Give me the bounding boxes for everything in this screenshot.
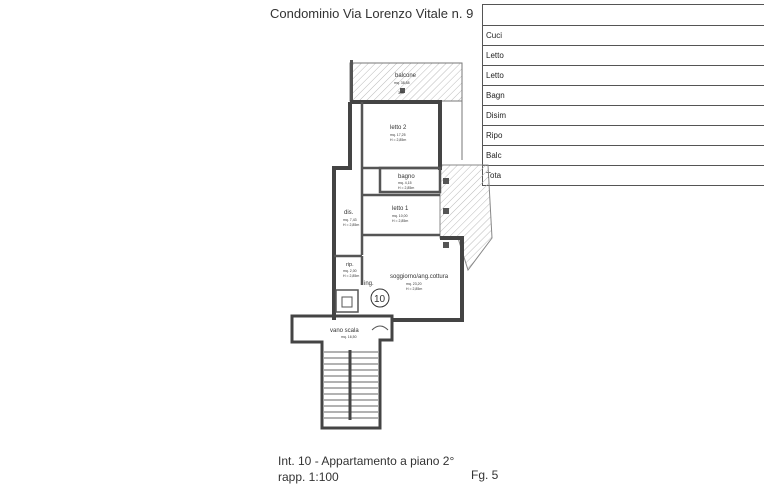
room-height-soggiorno: H = 2,85m <box>406 287 422 291</box>
room-area-soggiorno: mq. 23,20 <box>406 282 422 286</box>
table-row: Letto <box>482 45 764 65</box>
room-area-rip: mq. 2,00 <box>343 269 357 273</box>
fixtures <box>335 88 449 313</box>
room-mark: 3/8 <box>398 90 404 95</box>
room-area-table: Cuci Letto Letto Bagn Disim Ripo Balc To… <box>482 4 764 186</box>
room-label-ingresso: ing. <box>364 281 374 287</box>
interior-walls <box>334 102 442 285</box>
room-area-letto1: mq. 10,00 <box>392 214 408 218</box>
table-row: Cuci <box>482 25 764 45</box>
room-area-bagno: mq. 4,15 <box>398 181 412 185</box>
stairwell <box>290 314 394 430</box>
figure-number: Fg. 5 <box>471 468 499 482</box>
room-area-dis: mq. 7,43 <box>343 218 357 222</box>
room-height-rip: H = 2,85m <box>343 274 359 278</box>
room-area-letto2: mq. 17,25 <box>390 133 406 137</box>
table-row: Ripo <box>482 125 764 145</box>
room-label-dis: dis. <box>344 210 354 216</box>
room-area-vano-scala: mq. 16,50 <box>341 335 357 339</box>
room-label-letto2: letto 2 <box>390 125 407 131</box>
room-height-letto2: H = 2,85m <box>390 138 406 142</box>
room-label-rip: rip. <box>346 262 354 268</box>
table-row: Balc <box>482 145 764 165</box>
room-label-bagno: bagno <box>398 174 415 180</box>
unit-number-circle <box>370 288 390 308</box>
room-label-soggiorno: soggiorno/ang.cottura <box>390 274 449 280</box>
table-row: Bagn <box>482 85 764 105</box>
room-height-dis: H = 2,85m <box>343 223 359 227</box>
room-label-balcone: balcone <box>395 73 417 79</box>
door-swing <box>371 325 389 331</box>
unit-number: 10 <box>374 294 386 305</box>
room-height-bagno: H = 2,85m <box>398 186 414 190</box>
table-row: Disim <box>482 105 764 125</box>
caption-line-2: rapp. 1:100 <box>278 470 339 484</box>
caption-line-1: Int. 10 - Appartamento a piano 2° <box>278 454 455 468</box>
room-area-balcone: mq. 38,88 <box>394 81 410 85</box>
table-row <box>482 4 764 25</box>
plan-caption: Int. 10 - Appartamento a piano 2° rapp. … <box>278 453 454 485</box>
exterior-walls <box>332 100 464 322</box>
room-height-letto1: H = 2,85m <box>392 219 408 223</box>
balcony-area <box>349 60 463 160</box>
room-label-vano-scala: vano scala <box>330 328 359 334</box>
page-title: Condominio Via Lorenzo Vitale n. 9 <box>270 6 474 21</box>
room-label-letto1: letto 1 <box>392 206 409 212</box>
table-row: Letto <box>482 65 764 85</box>
